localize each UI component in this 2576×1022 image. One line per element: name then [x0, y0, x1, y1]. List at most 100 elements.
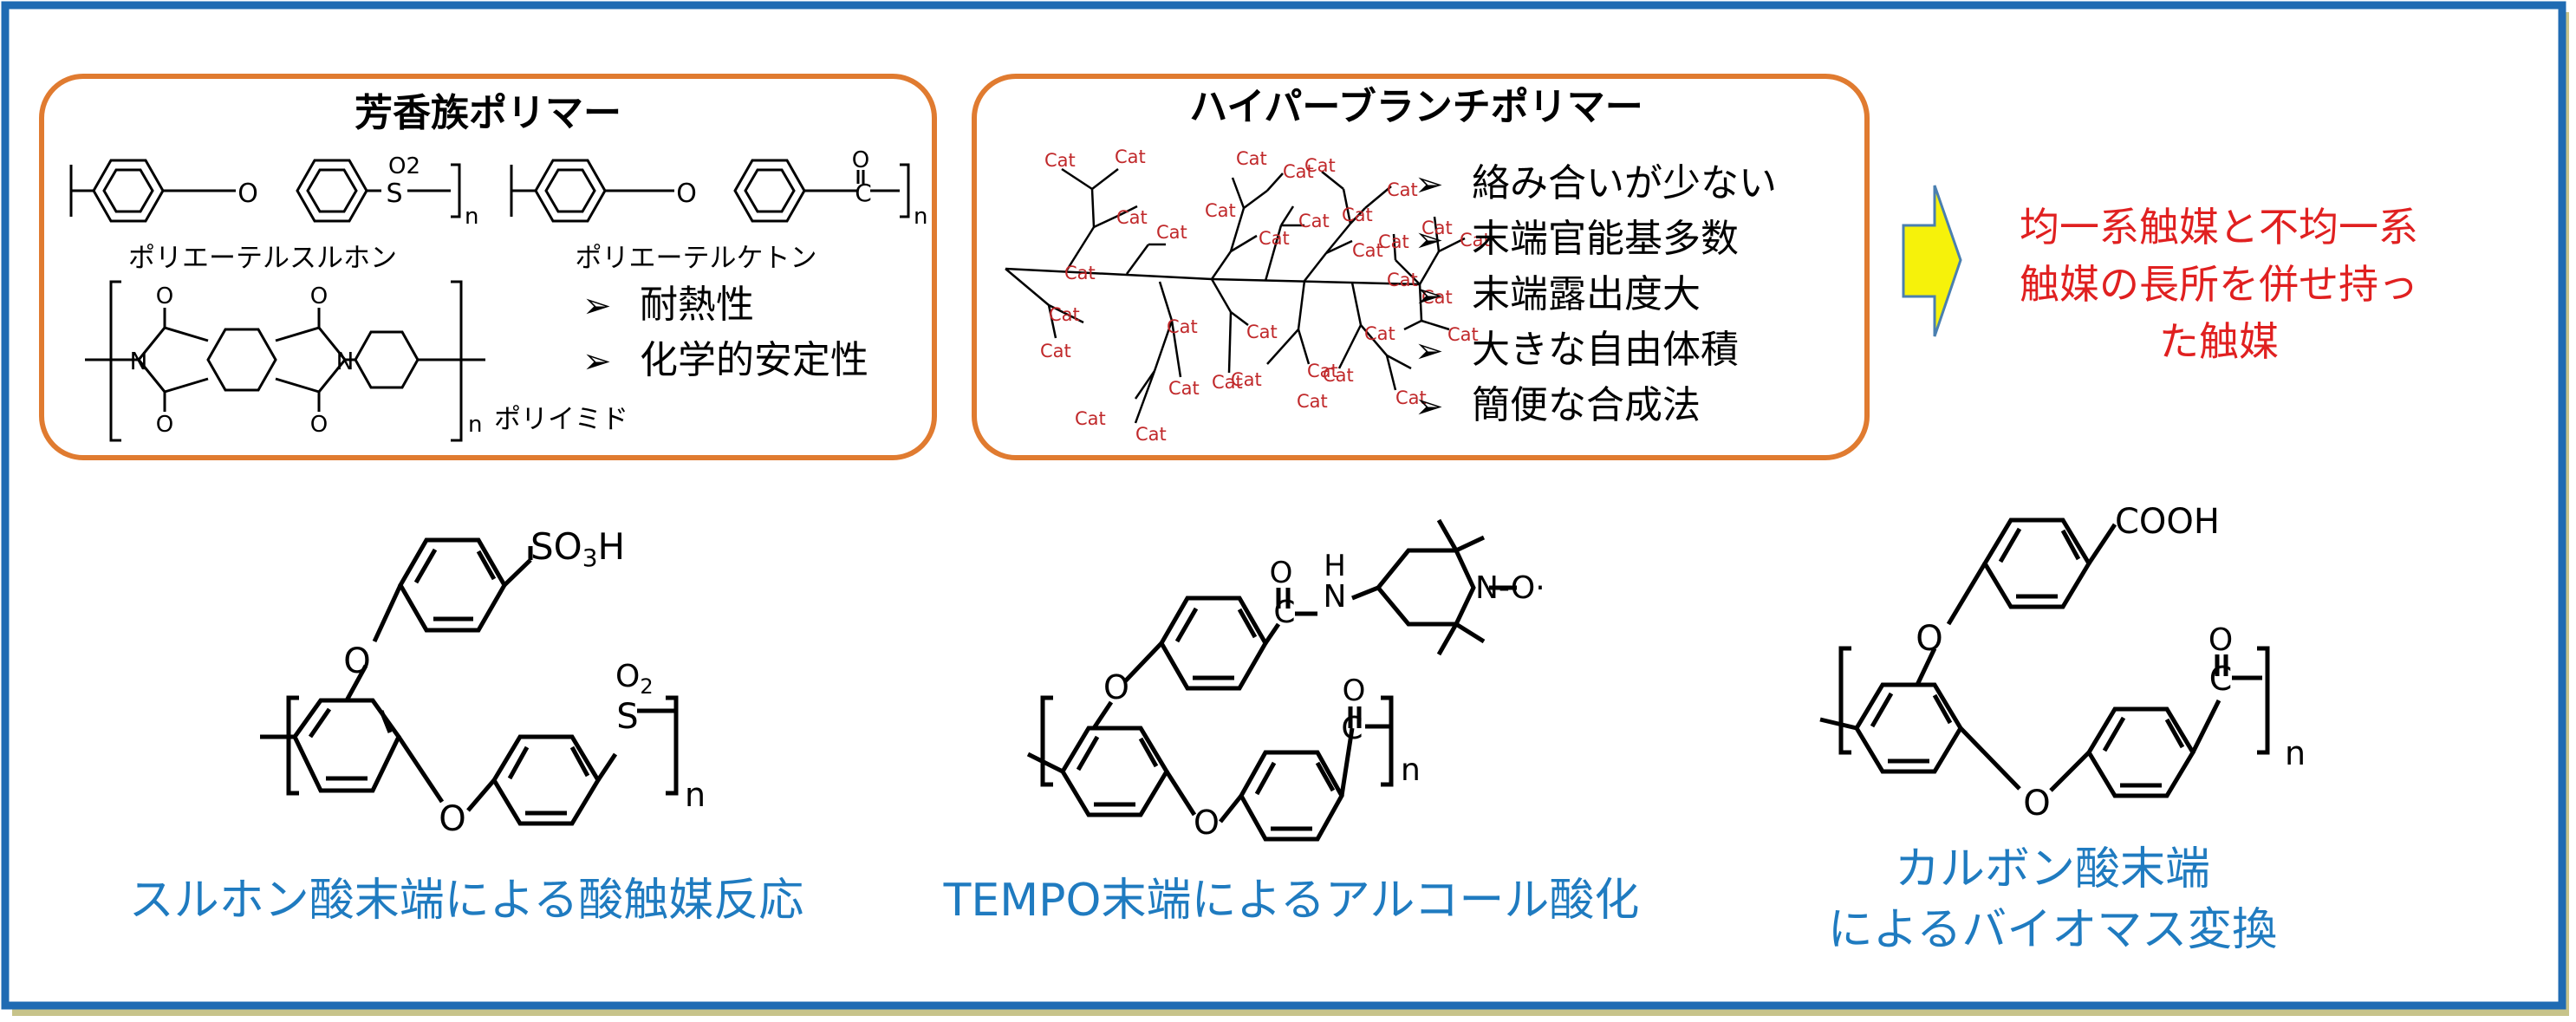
cat-label: Cat [1395, 387, 1427, 408]
caption-tempo: TEMPO末端によるアルコール酸化 [943, 875, 1640, 927]
aromatic-box-border [39, 74, 937, 460]
pi-label: ポリイミド [494, 404, 628, 435]
hyper-bullet-2: 末端官能基多数 [1472, 217, 1739, 261]
pes-o2: O2 [388, 153, 420, 179]
carboxylic-acid-polymer [1819, 518, 2270, 798]
pek-label: ポリエーテルケトン [576, 243, 817, 274]
cat-label: Cat [1115, 146, 1146, 167]
cat-label: Cat [1049, 304, 1080, 325]
cat-label: Cat [1259, 228, 1290, 249]
bottom1-n: n [685, 776, 706, 814]
pes-n: n [465, 204, 478, 230]
arrow-bullet-icon: ➢ [1415, 387, 1444, 426]
cat-label: Cat [1460, 230, 1491, 251]
hyper-bullet-3: 末端露出度大 [1472, 272, 1701, 316]
cat-label: Cat [1212, 372, 1243, 393]
tempo-amide-h: H [1324, 549, 1346, 583]
cat-label: Cat [1421, 218, 1453, 238]
pi-n: n [468, 412, 482, 438]
bottom3-c: C [2209, 660, 2233, 698]
caption-carboxylic-1: カルボン酸末端 [1895, 843, 2210, 895]
cat-label: Cat [1075, 408, 1106, 429]
arrow-bullet-icon: ➢ [1415, 331, 1444, 371]
bottom3-carbonyl-o: O [2208, 622, 2233, 658]
tempo-amide-n: N [1324, 579, 1347, 615]
result-text: 均一系触媒と不均一系 触媒の長所を併せ持っ た触媒 [2020, 204, 2418, 365]
arrow-bullet-icon: ➢ [582, 342, 612, 381]
tempo-n-o-radical: N-O· [1475, 570, 1545, 606]
cat-label: Cat [1307, 361, 1338, 381]
pes-structure [69, 159, 461, 223]
so3h-group: SO3H [530, 525, 625, 572]
arrow-bullet-icon: ➢ [1415, 276, 1444, 316]
pek-ether-o: O [676, 179, 697, 209]
cat-label: Cat [1064, 263, 1096, 283]
pek-carbonyl-o: O [852, 147, 869, 173]
pes-ether-o: O [237, 179, 258, 209]
sulfonic-acid-polymer [260, 537, 679, 826]
pi-n-left: N [130, 347, 148, 375]
pek-n: n [914, 204, 927, 230]
cat-label: Cat [1156, 222, 1187, 243]
arrow-bullet-icon: ➢ [582, 286, 612, 326]
hyper-bullets: ➢ 絡み合いが少ない ➢ 末端官能基多数 ➢ 末端露出度大 ➢ 大きな自由体積 … [1415, 161, 1777, 427]
aromatic-bullet-2: 化学的安定性 [640, 338, 868, 382]
pi-o-4: O [310, 412, 328, 438]
aromatic-bullet-1: 耐熱性 [640, 283, 754, 327]
cat-label: Cat [1297, 391, 1328, 412]
cat-label: Cat [1168, 378, 1200, 399]
result-line-2: 触媒の長所を併せ持っ [2020, 261, 2418, 308]
pi-o-1: O [156, 283, 173, 309]
bottom2-o-bottom: O [1194, 804, 1220, 842]
cat-label: Cat [1387, 270, 1418, 290]
cat-label: Cat [1364, 323, 1395, 344]
bottom1-s: S [616, 697, 638, 737]
bottom3-o-bottom: O [2023, 784, 2050, 823]
hyper-box-border [972, 74, 1870, 460]
bottom3-o-top: O [1916, 619, 1942, 659]
caption-sulfonic: スルホン酸末端による酸触媒反応 [129, 875, 803, 927]
hyper-title: ハイパーブランチポリマー [1189, 85, 1643, 129]
cat-label: Cat [1323, 365, 1354, 386]
cat-label: Cat [1304, 155, 1336, 176]
cat-label: Cat [1378, 231, 1409, 252]
cat-label: Cat [1352, 240, 1383, 261]
cat-label: Cat [1447, 324, 1479, 345]
bottom3-n: n [2285, 734, 2306, 772]
tempo-polymer [1026, 518, 1517, 842]
cat-label: Cat [1044, 150, 1076, 171]
pes-label: ポリエーテルスルホン [128, 243, 397, 274]
cat-label: Cat [1342, 205, 1373, 225]
bottom2-n: n [1401, 752, 1421, 788]
cat-label: Cat [1040, 341, 1071, 361]
hyper-bullet-4: 大きな自由体積 [1472, 328, 1739, 372]
cat-label: Cat [1387, 179, 1418, 200]
result-line-3: た触媒 [2159, 318, 2279, 365]
pi-o-2: O [156, 412, 173, 438]
cat-label: Cat [1298, 211, 1330, 231]
cooh-group: COOH [2115, 502, 2220, 542]
hyperbranched-polymer-box: ハイパーブランチポリマー [972, 74, 1870, 460]
cat-label: Cat [1205, 200, 1236, 221]
cat-label: Cat [1135, 424, 1167, 445]
cat-labels: Cat Cat Cat Cat Cat Cat Cat Cat Cat Cat … [1040, 146, 1491, 445]
arrow-bullet-icon: ➢ [1415, 220, 1444, 260]
yellow-right-arrow-icon [1902, 185, 1962, 337]
aromatic-title: 芳香族ポリマー [355, 91, 621, 135]
result-line-1: 均一系触媒と不均一系 [2020, 204, 2418, 251]
cat-label: Cat [1231, 369, 1262, 390]
bottom1-o-top: O [343, 641, 370, 681]
cat-label: Cat [1421, 287, 1453, 308]
bottom2-c: C [1341, 711, 1363, 746]
dendrimer-tree [1005, 167, 1466, 424]
cat-label: Cat [1116, 207, 1148, 228]
bottom1-o-bottom: O [439, 799, 465, 839]
cat-label: Cat [1167, 316, 1198, 337]
pi-n-right: N [336, 347, 355, 375]
pi-o-3: O [310, 283, 328, 309]
pes-s: S [386, 179, 402, 209]
bottom2-carbonyl-o: O [1343, 674, 1366, 708]
cat-label: Cat [1246, 322, 1278, 342]
caption-carboxylic-2: によるバイオマス変換 [1828, 904, 2277, 956]
